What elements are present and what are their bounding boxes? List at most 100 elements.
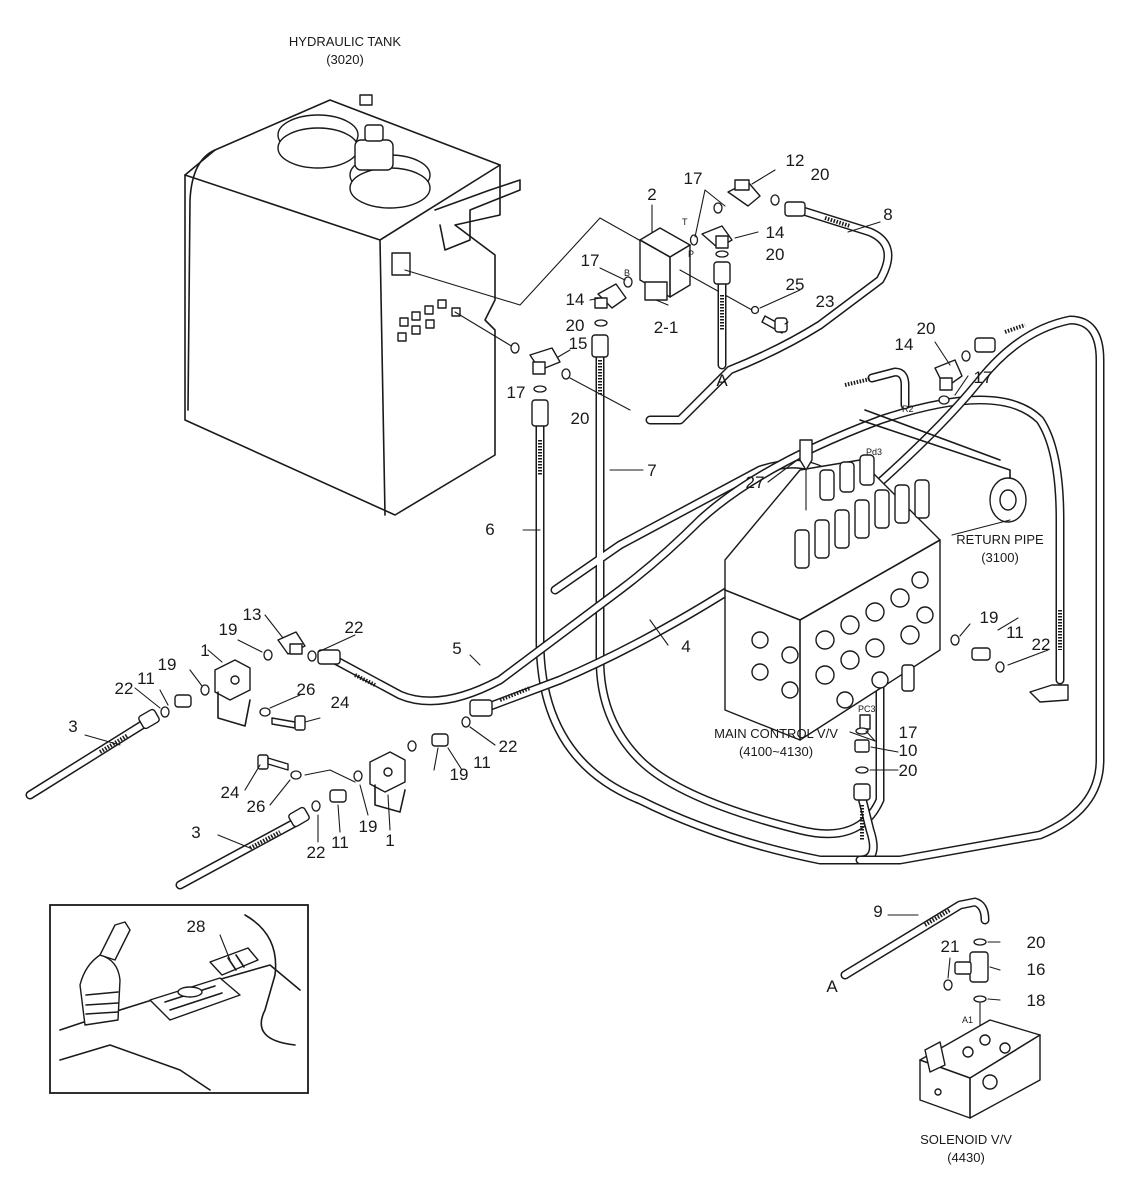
callout-2-1: 2-1 bbox=[654, 318, 679, 337]
callout-6: 6 bbox=[485, 520, 494, 539]
port-mark-p: P bbox=[688, 249, 694, 259]
spool-caps bbox=[794, 454, 930, 569]
fitting-12 bbox=[727, 179, 761, 207]
callout-24-b: 24 bbox=[221, 783, 240, 802]
callout-19-e: 19 bbox=[359, 817, 378, 836]
oring-20-right bbox=[961, 350, 971, 362]
fitting-13 bbox=[277, 631, 306, 655]
hose-9: A bbox=[826, 897, 990, 996]
tee-15 bbox=[529, 347, 561, 375]
oring-19-upper-b bbox=[200, 684, 210, 696]
oring-17-right bbox=[938, 395, 950, 405]
hydraulic-tank-label: HYDRAULIC TANK bbox=[289, 34, 402, 49]
washer-26-lower bbox=[290, 770, 302, 780]
return-pipe-label: RETURN PIPE bbox=[956, 532, 1044, 547]
callout-17-d: 17 bbox=[974, 368, 993, 387]
callout-25: 25 bbox=[786, 275, 805, 294]
callout-11-d: 11 bbox=[331, 833, 349, 852]
oring-19-lower-a bbox=[407, 740, 417, 752]
callout-11-a: 11 bbox=[1006, 623, 1024, 642]
callout-10: 10 bbox=[899, 741, 918, 760]
oring-22-lower-a bbox=[461, 716, 471, 728]
callout-22-a: 22 bbox=[1032, 635, 1051, 654]
port-mark-pc3: PC3 bbox=[858, 704, 876, 714]
oring-20-left bbox=[594, 319, 608, 327]
switch-28 bbox=[209, 947, 259, 976]
fitting-14-right bbox=[934, 359, 963, 391]
valve-block-2: T P B bbox=[624, 217, 694, 301]
callout-18: 18 bbox=[1027, 991, 1046, 1010]
bolt-23 bbox=[761, 315, 788, 334]
callout-24-a: 24 bbox=[331, 693, 350, 712]
callout-4: 4 bbox=[681, 637, 690, 656]
oring-20-solenoid bbox=[973, 938, 987, 946]
oring-20-mid bbox=[715, 250, 729, 258]
bracket-1-lower bbox=[369, 751, 406, 813]
oring-22-lower-b bbox=[311, 800, 321, 812]
port-mark-pd3: Pd3 bbox=[866, 447, 882, 457]
callout-22-d: 22 bbox=[499, 737, 518, 756]
callout-15: 15 bbox=[569, 334, 588, 353]
oring-17-upper bbox=[713, 202, 723, 214]
fitting-14-upper bbox=[701, 225, 733, 249]
oring-17-b-port bbox=[623, 276, 633, 288]
callout-19-b: 19 bbox=[219, 620, 238, 639]
callout-1-a: 1 bbox=[200, 641, 209, 660]
sensor-27 bbox=[799, 439, 813, 511]
oring-17-p-port bbox=[689, 234, 699, 246]
callout-8: 8 bbox=[883, 205, 892, 224]
callout-9: 9 bbox=[873, 902, 882, 921]
tee-16 bbox=[954, 951, 989, 983]
hose-end-pc3 bbox=[853, 783, 871, 801]
fitting-10 bbox=[854, 739, 870, 753]
callout-22-e: 22 bbox=[307, 843, 326, 862]
valve-body-ports bbox=[751, 571, 934, 709]
hose-3-lower bbox=[175, 806, 310, 890]
oring-17-tank bbox=[510, 342, 520, 354]
callout-20-b: 20 bbox=[766, 245, 785, 264]
callout-20-c: 20 bbox=[566, 316, 585, 335]
callout-2: 2 bbox=[647, 185, 656, 204]
callout-20-a: 20 bbox=[811, 165, 830, 184]
port-mark-a1: A1 bbox=[962, 1015, 973, 1025]
solenoid-valve-label: SOLENOID V/V bbox=[920, 1132, 1012, 1147]
bolt-24-upper bbox=[271, 715, 306, 731]
callout-28: 28 bbox=[187, 917, 206, 936]
main-control-valve: Pd3 PC3 bbox=[724, 409, 1027, 741]
return-pipe-code: (3100) bbox=[981, 550, 1019, 565]
hose-5 bbox=[317, 395, 1069, 706]
callout-16: 16 bbox=[1027, 960, 1046, 979]
callout-26-b: 26 bbox=[247, 797, 266, 816]
callout-1-b: 1 bbox=[385, 831, 394, 850]
callout-19-d: 19 bbox=[450, 765, 469, 784]
connector-a-upper: A bbox=[716, 371, 728, 390]
callout-11-c: 11 bbox=[473, 753, 491, 772]
oring-19-upper-a bbox=[263, 649, 273, 661]
callout-20-e: 20 bbox=[917, 319, 936, 338]
callout-20-g: 20 bbox=[1027, 933, 1046, 952]
callout-23: 23 bbox=[816, 292, 835, 311]
leader-lines bbox=[84, 169, 1049, 1001]
callout-20-d: 20 bbox=[571, 409, 590, 428]
callout-3-a: 3 bbox=[68, 717, 77, 736]
connector-a-lower: A bbox=[826, 977, 838, 996]
oring-22-upper-a bbox=[307, 650, 317, 662]
port-mark-b: B bbox=[624, 268, 630, 278]
oring-18 bbox=[973, 995, 987, 1003]
oring-20-tank bbox=[533, 385, 547, 393]
callout-20-f: 20 bbox=[899, 761, 918, 780]
callout-22-b: 22 bbox=[345, 618, 364, 637]
callout-14-b: 14 bbox=[566, 290, 585, 309]
washer-26-upper bbox=[259, 707, 271, 717]
bolt-24-lower bbox=[257, 754, 289, 771]
cab-inset bbox=[49, 904, 309, 1094]
callout-11-b: 11 bbox=[137, 669, 155, 688]
solenoid-valve bbox=[919, 1019, 1041, 1119]
callout-7: 7 bbox=[647, 461, 656, 480]
callout-17-a: 17 bbox=[684, 169, 703, 188]
oring-22-right bbox=[995, 661, 1005, 673]
main-control-valve-label: MAIN CONTROL V/V bbox=[714, 726, 838, 741]
oring-22-upper-b bbox=[160, 706, 170, 718]
hose-8 bbox=[645, 201, 893, 425]
